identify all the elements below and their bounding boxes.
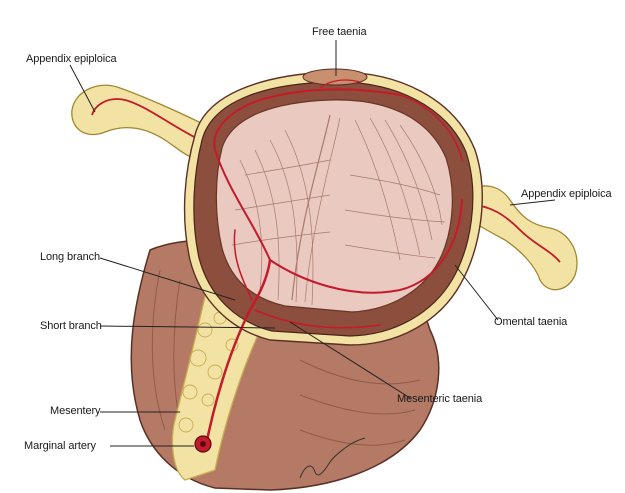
appendix-right-vessel: [469, 204, 561, 263]
lumen-mucosa: [215, 99, 453, 313]
appendix-epiploica-left: [71, 84, 206, 159]
appendix-left-vessel: [91, 98, 201, 141]
artist-signature: [299, 437, 366, 479]
mesentery-fat-lobules: [178, 293, 245, 433]
label-short-branch: Short branch: [40, 320, 102, 332]
label-long-branch: Long branch: [40, 251, 101, 263]
label-marginal-artery: Marginal artery: [24, 440, 96, 452]
marginal-artery-lumen: [200, 441, 206, 447]
label-appendix-epiploica-right: Appendix epiploica: [521, 188, 612, 200]
arterial-network: [203, 79, 463, 452]
label-free-taenia: Free taenia: [312, 26, 367, 38]
appendix-epiploica-right: [464, 185, 578, 291]
free-taenia-band: [302, 68, 368, 86]
label-omental-taenia: Omental taenia: [494, 316, 568, 328]
label-appendix-epiploica-left: Appendix epiploica: [26, 53, 117, 65]
label-mesentery: Mesentery: [50, 405, 101, 417]
leader-lines: [69, 40, 556, 447]
mucosal-folds: [231, 114, 446, 306]
label-mesenteric-taenia: Mesenteric taenia: [397, 393, 483, 405]
